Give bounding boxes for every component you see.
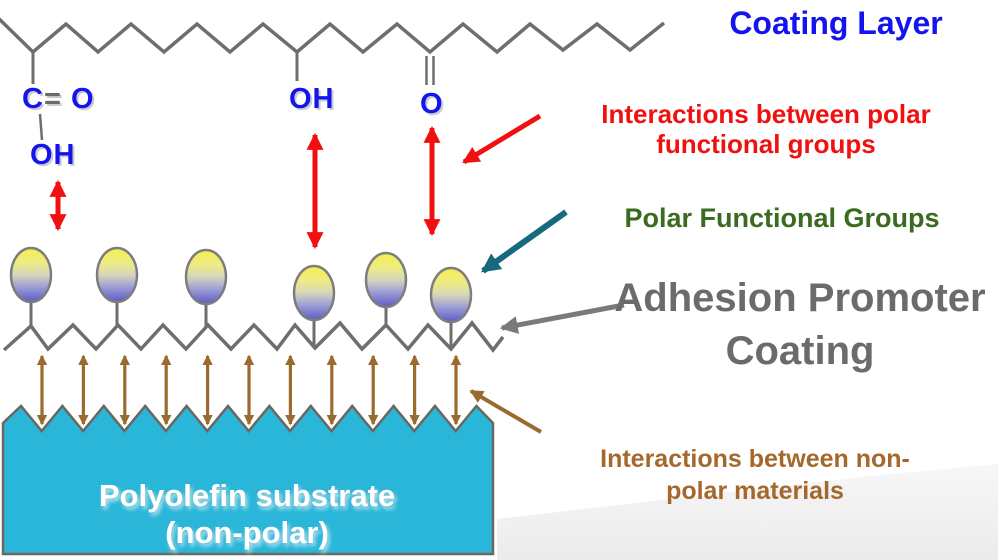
carboxyl-o-text: O bbox=[70, 83, 95, 115]
polar-heads-group bbox=[9, 246, 473, 349]
nonpolar-interactions-line2: polar materials bbox=[666, 477, 844, 505]
carboxyl-c-oh-bond bbox=[38, 113, 44, 141]
adhesion-promoter-line2: Coating bbox=[725, 329, 875, 373]
coating-layer-label: Coating Layer bbox=[729, 5, 943, 41]
substrate-label: Polyolefin substrate (non-polar) bbox=[99, 477, 395, 551]
polar-interactions-callout-arrow bbox=[462, 113, 542, 165]
polar-functional-group-head bbox=[292, 264, 336, 322]
polar-functional-group-head bbox=[9, 246, 53, 304]
nonpolar-arrows-group bbox=[36, 354, 462, 426]
carboxyl-c-text: C bbox=[22, 83, 44, 115]
carbonyl-o-label: O bbox=[420, 88, 444, 120]
polar-interactions-label: Interactions between polar functional gr… bbox=[601, 99, 930, 159]
coating-polymer-chain bbox=[0, 17, 666, 55]
promoter-backbone-chain bbox=[2, 320, 505, 353]
nonpolar-interactions-label: Interactions between non- polar material… bbox=[600, 443, 910, 507]
polar-functional-group-head bbox=[429, 266, 473, 324]
polar-functional-group-head bbox=[184, 248, 228, 306]
polar-interactions-line1: Interactions between polar bbox=[601, 99, 931, 129]
polar-groups-callout-arrow bbox=[481, 209, 568, 274]
substrate-line1: Polyolefin substrate bbox=[98, 478, 396, 513]
nonpolar-interactions-line1: Interactions between non- bbox=[600, 445, 910, 473]
polar-functional-group-head bbox=[364, 251, 408, 309]
polar-interactions-line2: functional groups bbox=[656, 129, 876, 159]
nonpolar-interactions-callout-arrow bbox=[469, 389, 543, 434]
polar-functional-group-head bbox=[95, 246, 139, 304]
polyolefin-substrate-shape bbox=[1, 404, 495, 556]
adhesion-promoter-label: Adhesion Promoter Coating bbox=[614, 272, 985, 378]
polar-functional-groups-label: Polar Functional Groups bbox=[624, 203, 940, 233]
carboxyl-double-bond-glyph: = bbox=[43, 83, 62, 115]
carboxyl-co-label: C= O bbox=[22, 84, 95, 114]
adhesion-promoter-callout-arrow bbox=[499, 302, 625, 334]
adhesion-promoter-line1: Adhesion Promoter bbox=[614, 276, 986, 320]
background-shadow-wedge bbox=[497, 464, 998, 560]
carboxyl-oh-label: OH bbox=[30, 139, 76, 171]
hydroxyl-oh-label: OH bbox=[289, 83, 335, 115]
substrate-line2: (non-polar) bbox=[165, 515, 329, 550]
